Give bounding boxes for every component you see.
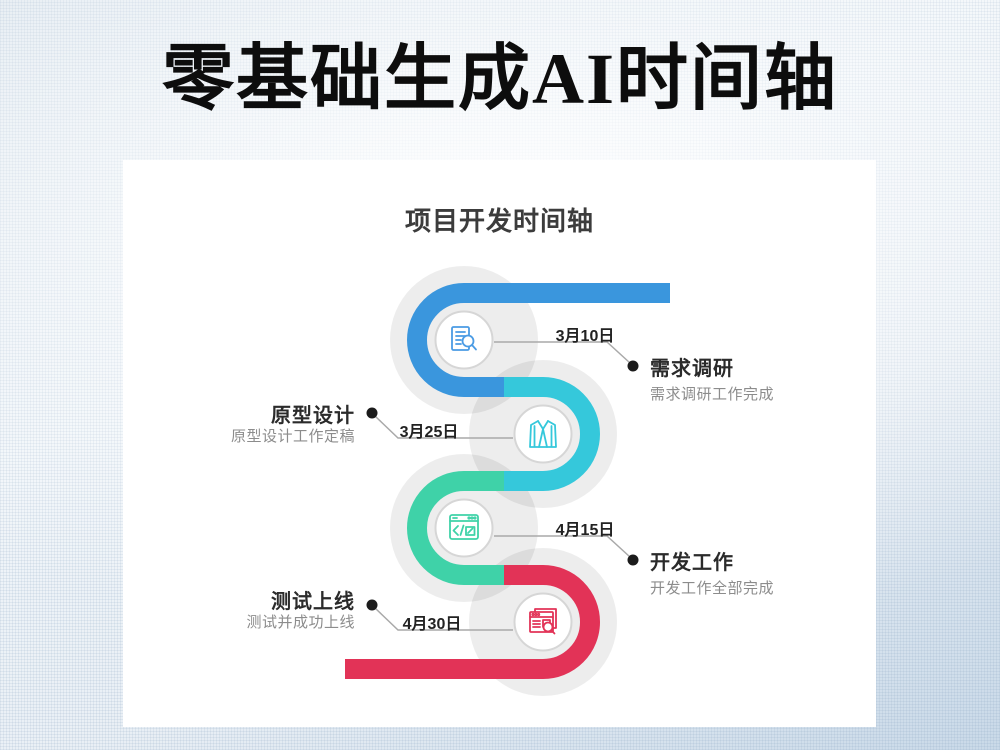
milestone-1-title: 需求调研 [650,358,734,380]
milestone-3-title: 开发工作 [650,552,734,574]
milestone-2-desc: 原型设计工作定稿 [230,428,355,445]
milestone-4-desc: 测试并成功上线 [246,614,355,631]
milestone-4-date: 4月30日 [402,616,462,633]
milestone-2-title: 原型设计 [271,405,355,427]
bullet-3 [627,554,639,566]
milestone-3-desc: 开发工作全部完成 [650,580,775,597]
leader-lines [374,341,631,631]
document-search-icon [451,326,477,351]
bullets [366,360,639,611]
timeline-card [123,160,876,727]
bullet-1 [627,360,639,372]
icon-circle-2 [513,404,573,464]
path-segment-red [345,565,600,679]
milestone-4-title: 测试上线 [271,591,355,613]
bullet-2 [366,407,378,419]
icon-circle-3 [434,498,494,558]
timeline-card-title: 项目开发时间轴 [404,206,594,236]
lab-coat-icon [529,420,557,448]
leader-line-4 [374,607,513,631]
page-title: 零基础生成AI时间轴 [161,39,839,119]
milestone-3-date: 4月15日 [555,522,615,539]
path-segment-cyan [504,377,600,491]
bullet-4 [366,599,378,611]
path-segment-blue [407,283,670,397]
browser-search-icon [529,608,557,635]
serpentine-path [345,283,670,679]
path-segment-green [407,471,504,585]
leader-line-2 [374,415,513,439]
leader-line-1 [494,341,631,364]
milestone-1-desc: 需求调研工作完成 [650,386,775,403]
leader-line-3 [494,535,631,558]
milestone-2-date: 3月25日 [399,424,459,441]
browser-code-icon [449,514,479,540]
milestone-1-date: 3月10日 [555,328,615,345]
